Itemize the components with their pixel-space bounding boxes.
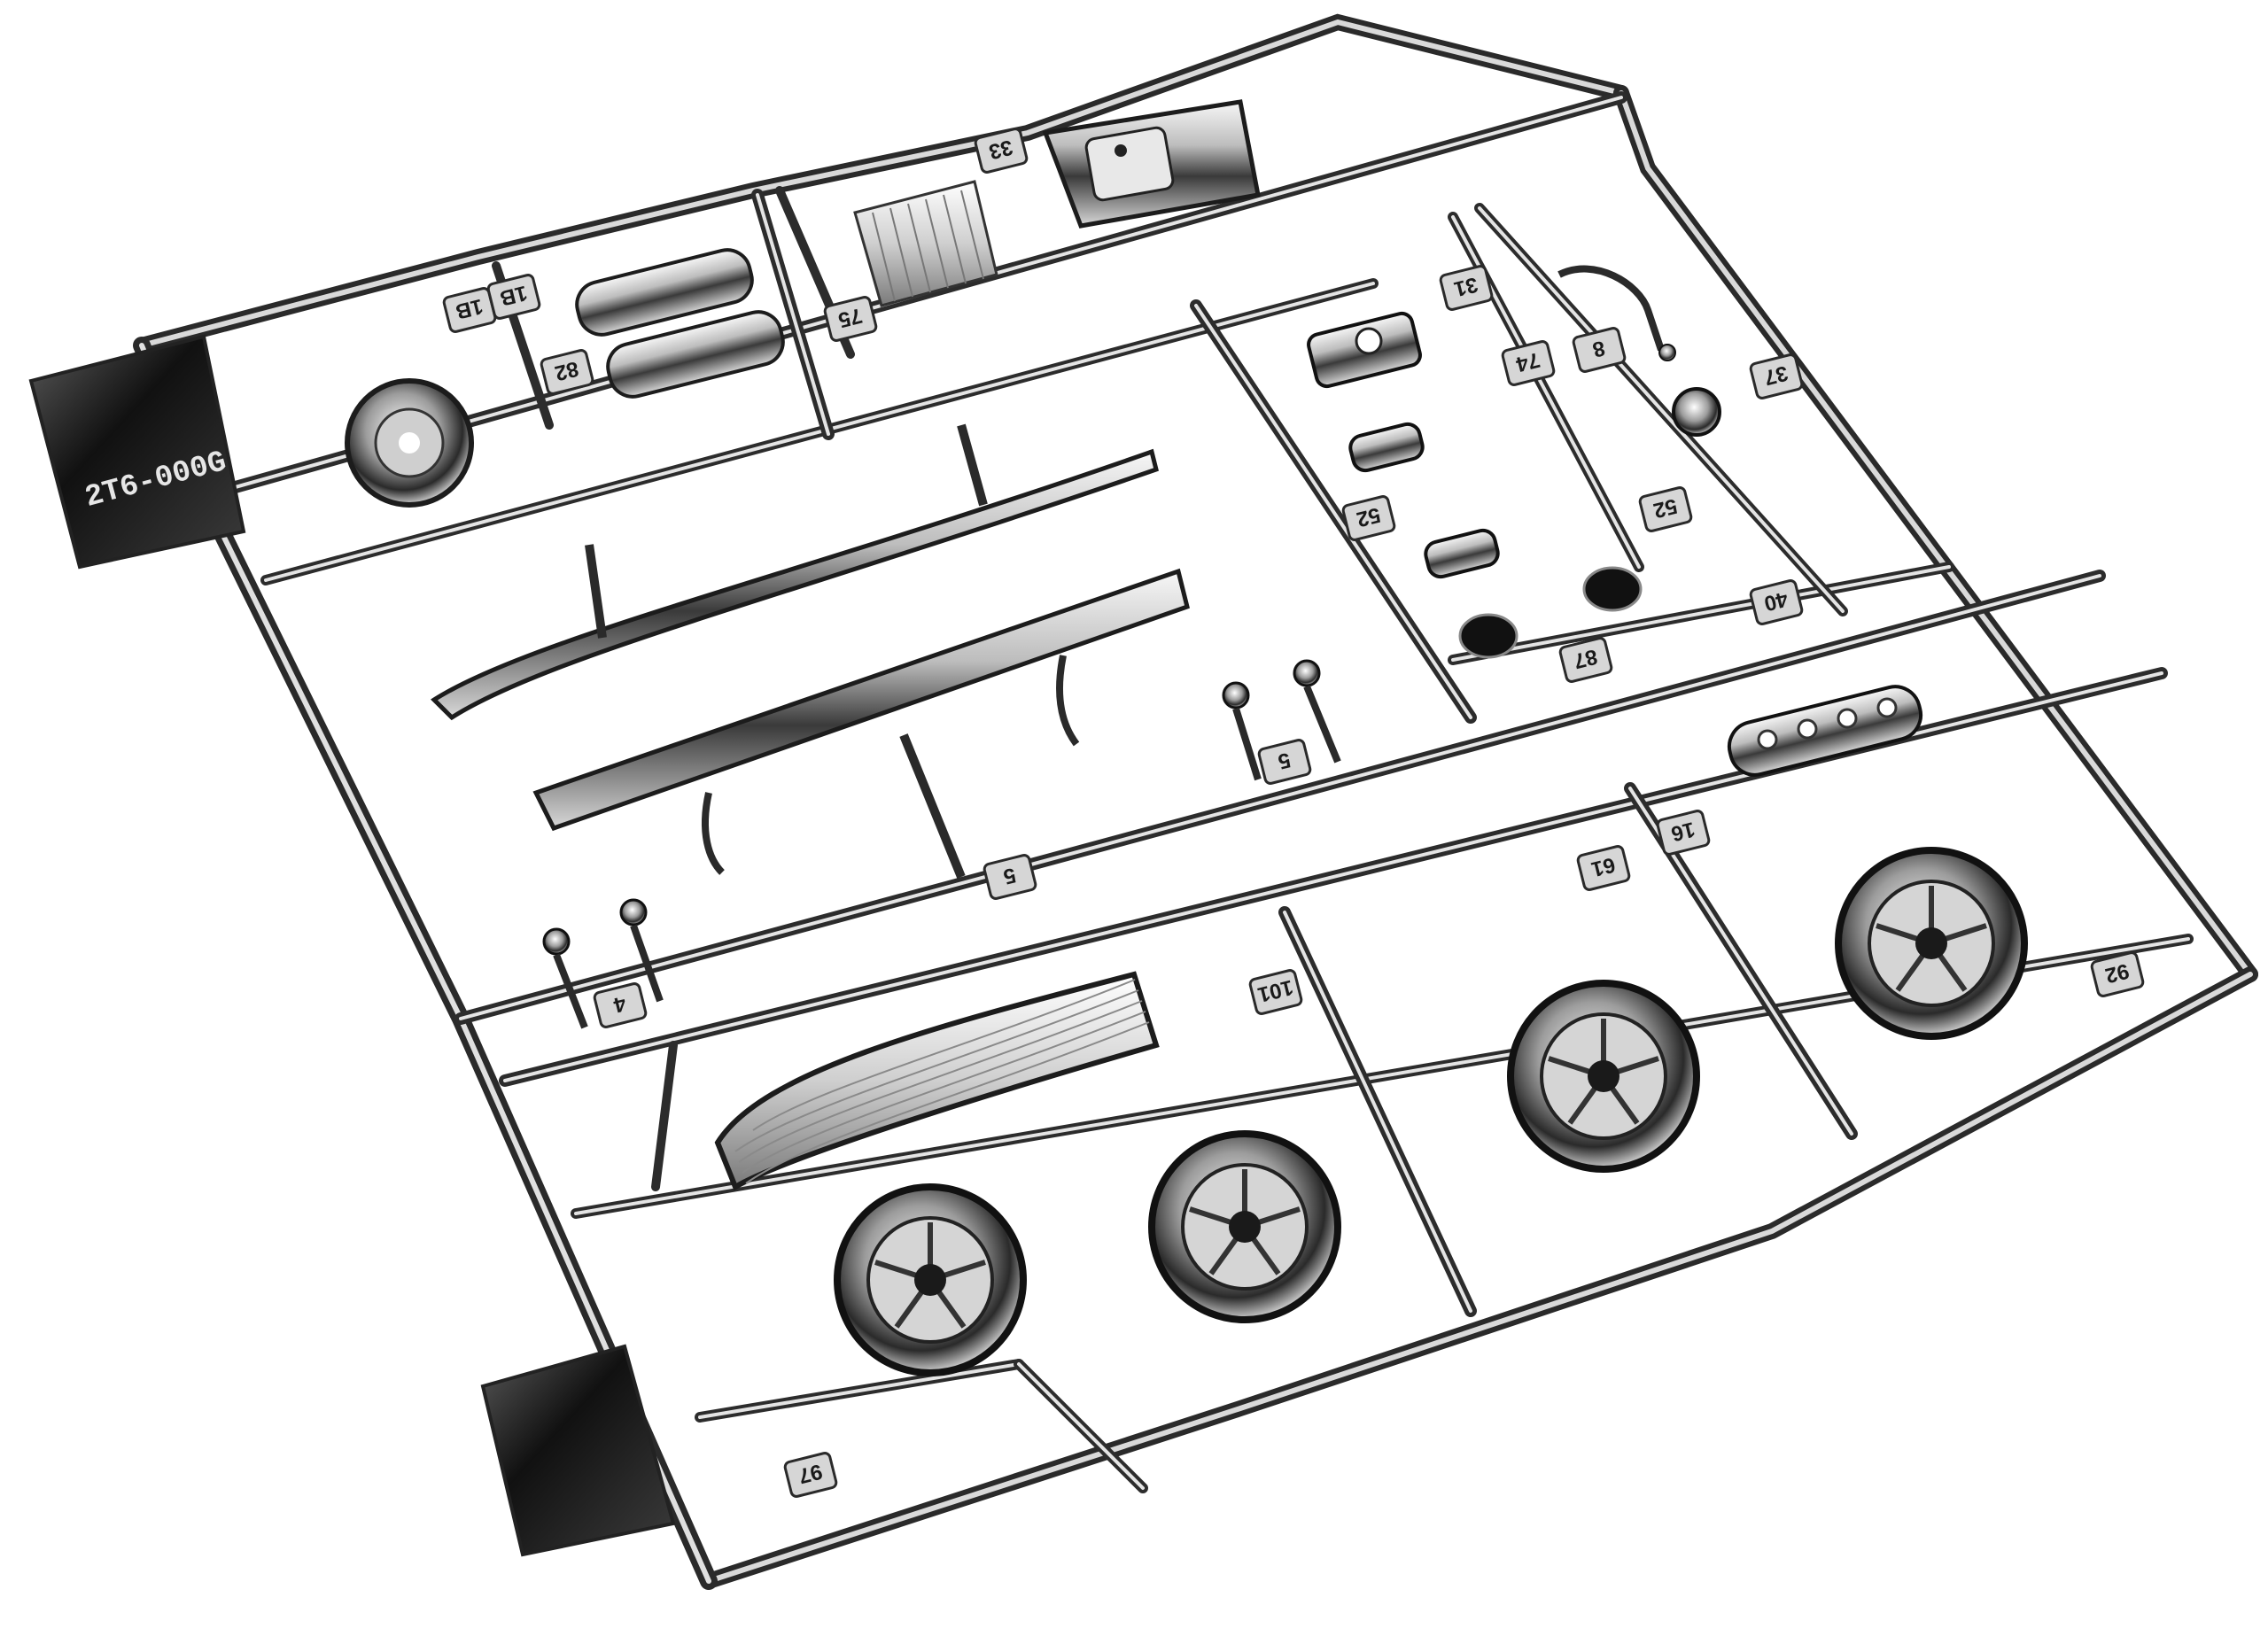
part-number-label: 97 xyxy=(796,1459,824,1488)
part-number-label: 33 xyxy=(986,135,1014,164)
part-gear xyxy=(1672,387,1721,437)
part-number-label: 5 xyxy=(1276,748,1293,773)
part-number-tag: 61 xyxy=(1576,845,1631,891)
part-number-label: 87 xyxy=(1571,644,1599,673)
part-number-label: 5 xyxy=(1001,863,1018,888)
bottom-left-tab xyxy=(480,1344,676,1557)
part-mirror xyxy=(1557,265,1676,361)
part-number-tag: 16 xyxy=(1656,810,1711,856)
part-number-tag: 1B xyxy=(442,287,497,333)
part-number-tag: 33 xyxy=(974,128,1029,174)
part-number-tag: 52 xyxy=(1341,495,1396,541)
part-distributor xyxy=(1307,311,1422,389)
part-number-tag: 101 xyxy=(1248,969,1303,1015)
part-number-tag: 97 xyxy=(783,1452,838,1498)
part-main-grille xyxy=(714,971,1160,1191)
part-bracket-pair-lower xyxy=(542,898,664,1029)
part-horn-cover xyxy=(345,378,474,508)
part-number-label: 40 xyxy=(1761,586,1790,616)
part-number-label: 52 xyxy=(1354,502,1382,531)
part-number-tag: 8 xyxy=(1572,327,1627,373)
part-number-tag: 82 xyxy=(540,349,594,395)
part-number-tag: 5 xyxy=(1257,739,1312,785)
part-number-tag: 37 xyxy=(1749,353,1804,399)
part-number-label: 92 xyxy=(2102,958,2131,988)
part-number-tag: 31 xyxy=(1439,265,1494,311)
part-taillight-bar xyxy=(1727,685,1923,777)
part-disc-2 xyxy=(1582,566,1643,612)
part-number-tag: 92 xyxy=(2090,951,2145,997)
part-wheel-1 xyxy=(834,1183,1027,1376)
part-number-tag: 4 xyxy=(593,982,648,1028)
part-spring-1 xyxy=(1348,422,1425,473)
part-bracket-pair-upper xyxy=(1222,659,1341,781)
part-valve-cover-lower xyxy=(606,310,785,399)
part-rear-bumper xyxy=(532,568,1190,879)
part-number-tag: 1B xyxy=(486,274,541,320)
top-left-tab: 2T6-000G xyxy=(28,334,246,570)
part-number-tag: 40 xyxy=(1749,579,1804,625)
part-number-label: 52 xyxy=(1651,493,1679,523)
part-disc-1 xyxy=(1458,613,1518,659)
part-valve-cover-upper xyxy=(575,248,754,337)
part-wheel-3 xyxy=(1507,980,1700,1173)
part-number-tag: 5 xyxy=(983,854,1037,900)
part-spring-2 xyxy=(1424,528,1500,579)
part-wheel-4 xyxy=(1835,847,2028,1040)
part-number-tag: 74 xyxy=(1501,340,1556,386)
part-number-tag: 87 xyxy=(1558,637,1613,683)
part-number-label: 37 xyxy=(1761,361,1790,390)
part-number-label: 8 xyxy=(1590,336,1607,361)
part-number-label: 82 xyxy=(552,356,580,385)
part-number-label: 75 xyxy=(835,303,864,332)
part-number-label: 61 xyxy=(1588,852,1617,881)
sprue-frame xyxy=(133,13,2258,1590)
part-air-cleaner xyxy=(1042,99,1261,229)
part-wheel-2 xyxy=(1148,1130,1341,1323)
part-radiator-grille-small xyxy=(853,180,998,307)
frame-right-rail xyxy=(1613,85,2258,982)
part-number-label: 16 xyxy=(1668,817,1697,846)
part-number-tag: 52 xyxy=(1638,486,1693,532)
part-number-tag: 75 xyxy=(823,296,878,342)
part-number-label: 31 xyxy=(1451,272,1480,301)
part-front-bumper xyxy=(431,423,1159,721)
